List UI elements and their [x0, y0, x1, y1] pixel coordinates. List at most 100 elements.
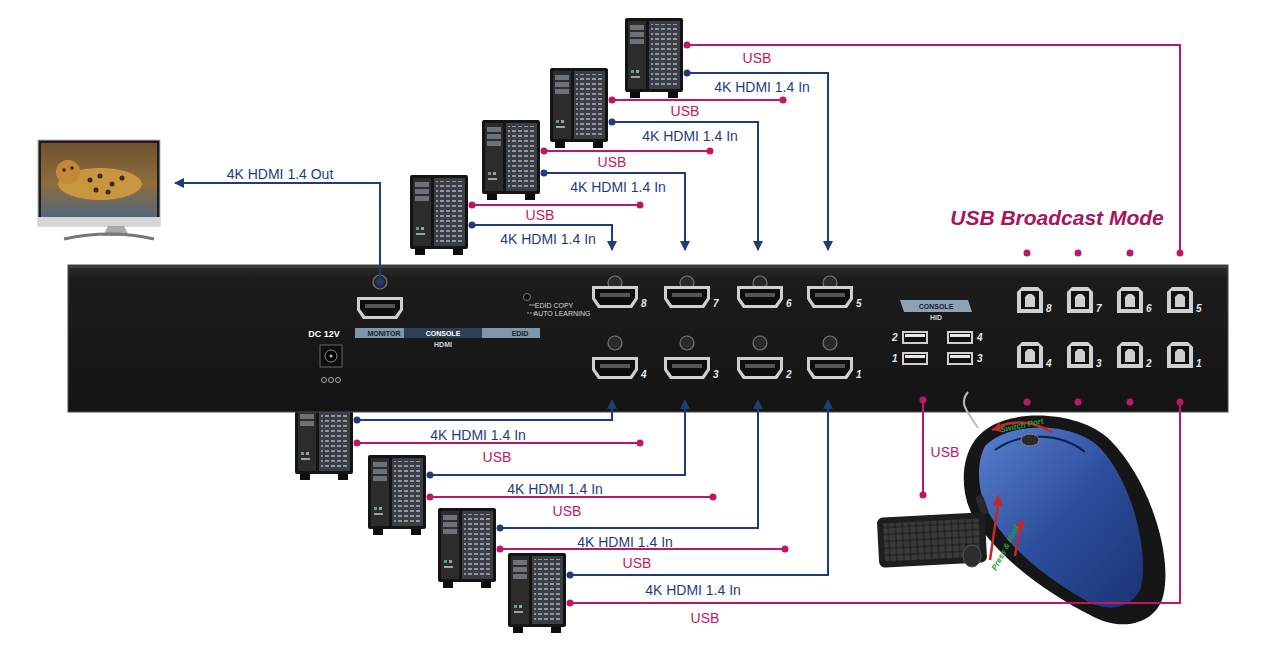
console-usb-port: 3 — [947, 352, 973, 365]
monitor — [38, 140, 160, 226]
usb-b-port-shape — [1067, 342, 1093, 368]
usb-b-port-shape — [1117, 287, 1143, 313]
mouse — [964, 416, 1166, 625]
port-number: 1 — [856, 370, 862, 380]
hdmi-port-shape — [664, 286, 710, 308]
usb-b-port-shape — [1175, 294, 1185, 307]
screw — [608, 336, 622, 350]
hdmi-port-shape — [672, 293, 702, 297]
port-number: 8 — [1046, 304, 1052, 314]
monitor — [88, 178, 93, 183]
usb-b-port-shape — [1121, 346, 1139, 364]
keyboard — [877, 512, 987, 568]
mouse — [964, 392, 978, 428]
port-group-label: CONSOLE — [426, 330, 461, 337]
hdmi-port-shape — [745, 364, 775, 368]
mouse — [993, 494, 1003, 506]
usb-cable — [472, 204, 640, 206]
usb-b-port-shape — [1067, 287, 1093, 313]
cable-label: USB — [483, 450, 512, 464]
console-usb-port-shape — [947, 352, 973, 365]
usb-b-port: 2 — [1117, 342, 1143, 368]
usb-cable — [570, 402, 1180, 603]
port-group-label: EDID — [512, 330, 529, 337]
mouse — [975, 494, 989, 516]
cable-end-dot — [567, 572, 574, 579]
hdmi-port: 7 — [664, 286, 710, 308]
port-number: 3 — [977, 354, 983, 364]
usb-cable — [612, 99, 783, 101]
hdmi-port: 1 — [807, 357, 853, 379]
pc-tower — [550, 68, 608, 148]
hdmi-port: 3 — [664, 357, 710, 379]
hdmi-port-shape — [667, 360, 707, 376]
usb-b-port-shape — [1171, 346, 1189, 364]
usb-b-port-shape — [1075, 349, 1085, 362]
usb-b-port-shape — [1017, 287, 1043, 313]
hdmi-port-shape — [815, 364, 845, 368]
dc-jack — [320, 345, 342, 367]
cable-label: USB — [623, 556, 652, 570]
usb-b-port: 6 — [1117, 287, 1143, 313]
hdmi-port-shape — [664, 357, 710, 379]
cable-label: USB — [743, 51, 772, 65]
usb-b-port-shape — [1075, 294, 1085, 307]
monitor — [70, 166, 74, 170]
cable-end-dot — [782, 546, 789, 553]
port-number: 3 — [713, 370, 719, 380]
hdmi-port-shape — [737, 286, 783, 308]
usb-b-port-shape — [1021, 346, 1039, 364]
hdmi-port-shape — [807, 286, 853, 308]
dc-jack — [325, 350, 337, 362]
edid-button — [524, 294, 536, 314]
monitor — [106, 190, 111, 195]
cable-end-dot — [609, 97, 616, 104]
monitor — [94, 188, 99, 193]
console-usb-port-shape — [904, 333, 926, 342]
cable-label: 4K HDMI 1.4 In — [645, 583, 741, 597]
cable-end-dot — [707, 148, 714, 155]
console-usb-port-shape — [947, 331, 973, 344]
port-group-label: MONITOR — [368, 330, 401, 337]
kvm-panel-body — [68, 265, 1228, 268]
usb-cable — [922, 400, 924, 495]
hdmi-port: 8 — [592, 286, 638, 308]
usb-b-port: 8 — [1017, 287, 1043, 313]
usb-b-port-shape — [1017, 342, 1043, 368]
label-bar — [355, 328, 540, 338]
hdmi-cable — [687, 73, 828, 250]
cable-end-dot — [354, 440, 361, 447]
usb-b-port-shape — [1071, 346, 1089, 364]
usb-b-port-shape — [1175, 349, 1185, 362]
usb-cable — [357, 442, 640, 444]
port-number: 4 — [1046, 359, 1052, 369]
mouse — [995, 437, 1085, 452]
power-label: DC 12V — [308, 330, 340, 339]
cable-label: USB — [671, 104, 700, 118]
console-usb-port-shape — [902, 352, 928, 365]
port-number: 3 — [1096, 359, 1102, 369]
usb-b-port: 5 — [1167, 287, 1193, 313]
usb-b-port-shape — [1025, 294, 1035, 307]
console-usb-port-shape — [950, 355, 970, 358]
console-usb-port: 4 — [947, 331, 973, 344]
usb-b-port-shape — [1117, 342, 1143, 368]
cable-label: 4K HDMI 1.4 In — [570, 180, 666, 194]
hdmi-port-shape — [807, 357, 853, 379]
monitor — [38, 217, 160, 226]
hdmi-port-shape — [737, 357, 783, 379]
usb-b-port: 1 — [1167, 342, 1193, 368]
cable-label: USB — [553, 504, 582, 518]
console-usb-port-shape — [905, 334, 925, 337]
cable-end-dot — [1127, 399, 1134, 406]
monitor — [56, 160, 80, 184]
usb-b-port-shape — [1167, 342, 1193, 368]
mouse — [990, 505, 998, 560]
usb-cable — [544, 150, 710, 152]
cable-end-dot — [427, 472, 434, 479]
cable-end-dot — [920, 492, 927, 499]
mouse — [979, 427, 1143, 607]
